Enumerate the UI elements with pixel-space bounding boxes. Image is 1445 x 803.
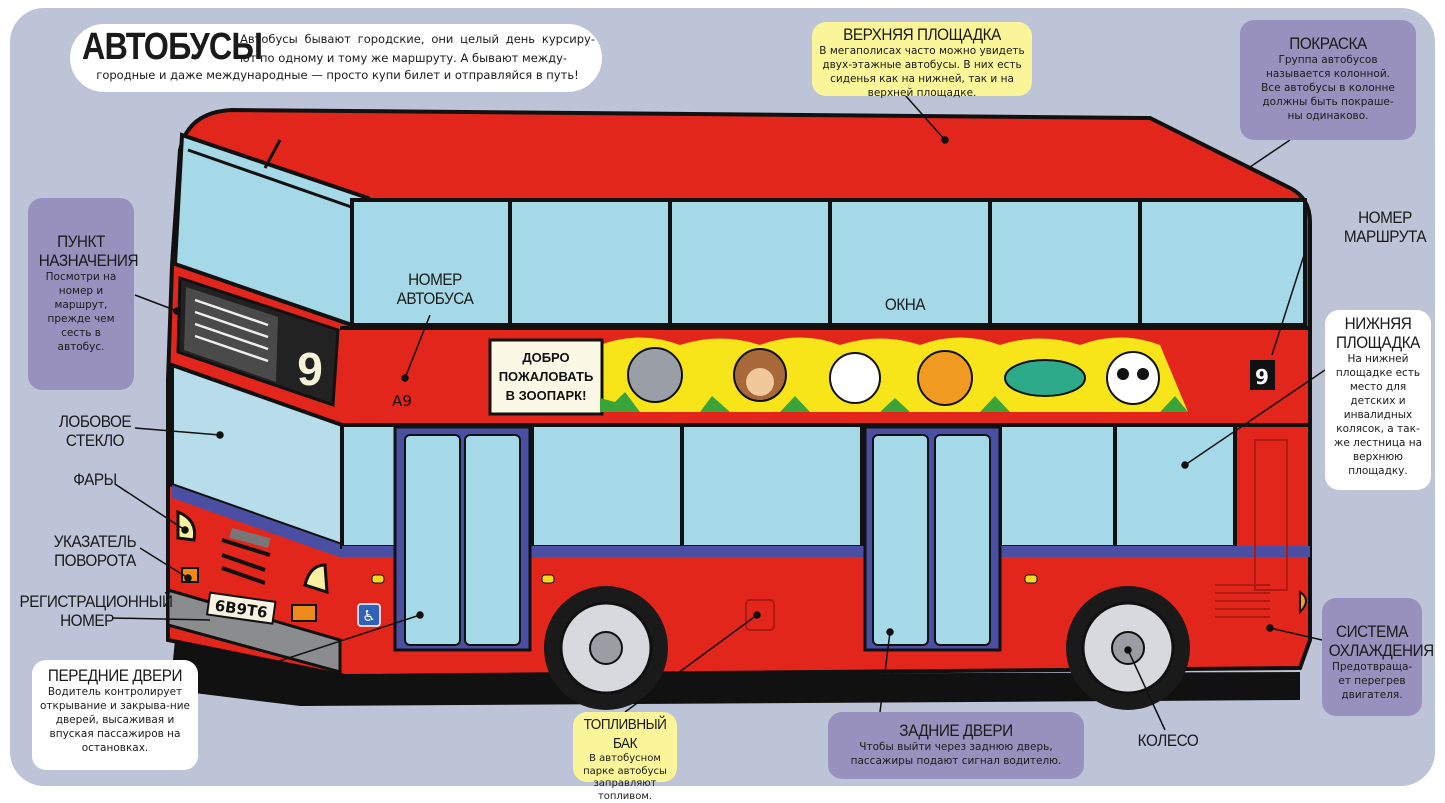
- license-plate: [205, 591, 277, 625]
- side-route-sign: [1250, 360, 1275, 390]
- callout-fuel-tank: ТОПЛИВНЫЙ БАК В автобусном парке автобус…: [573, 712, 677, 802]
- headlight-right-icon: [303, 563, 329, 595]
- wheelchair-icon: [357, 603, 381, 627]
- leader-lines: [111, 94, 1326, 731]
- label-bus-number: НОМЕР АВТОБУСА: [396, 270, 474, 308]
- callout-cooling: СИСТЕМА ОХЛАЖДЕНИЯ Предотвраща-ет перегр…: [1322, 598, 1434, 716]
- crocodile-icon: [1004, 359, 1086, 397]
- tiger-icon: [917, 350, 973, 406]
- front-wheel: [544, 586, 668, 710]
- page-title: АВТОБУСЫ: [82, 26, 263, 68]
- callout-paint: ПОКРАСКА Группа автобусов называется кол…: [1240, 20, 1416, 140]
- callout-text: В автобусном парке автобусы заправляют т…: [583, 753, 667, 802]
- callout-title: НИЖНЯЯ ПЛОЩАДКА: [1336, 314, 1420, 352]
- callout-front-doors: ПЕРЕДНИЕ ДВЕРИ Водитель контролирует отк…: [32, 660, 198, 770]
- destination-route-number: 9: [297, 343, 323, 395]
- front-stripe: [172, 485, 342, 558]
- zebra-icon: [829, 352, 881, 404]
- callout-title: ПЕРЕДНИЕ ДВЕРИ: [47, 666, 183, 685]
- callout-title: ПУНКТ НАЗНАЧЕНИЯ: [38, 232, 139, 270]
- label-wheel: КОЛЕСО: [1137, 731, 1199, 750]
- callout-title: ПОКРАСКА: [1289, 34, 1367, 53]
- callout-text: В мегаполисах часто можно увидеть двух-э…: [819, 45, 1025, 99]
- callout-title: ТОПЛИВНЫЙ БАК: [583, 716, 667, 752]
- rear-wheel: [1066, 586, 1190, 710]
- callout-text: Предотвраща-ет перегрев двигателя.: [1332, 661, 1413, 701]
- callout-text: Чтобы выйти через заднюю дверь, пассажир…: [850, 741, 1062, 767]
- zoo-animals: [600, 347, 1188, 412]
- rear-panel: [1254, 439, 1288, 591]
- svg-text:♿: ♿: [362, 607, 375, 625]
- fleet-number: А9: [392, 392, 412, 410]
- callout-text: Водитель контролирует открывание и закры…: [40, 686, 190, 754]
- label-windshield: ЛОБОВОЕ СТЕКЛО: [58, 412, 132, 450]
- callout-title: ВЕРХНЯЯ ПЛОЩАДКА: [843, 25, 1001, 44]
- label-route-number: НОМЕР МАРШРУТА: [1343, 208, 1427, 246]
- callout-title: СИСТЕМА ОХЛАЖДЕНИЯ: [1328, 622, 1434, 660]
- label-windows: ОКНА: [884, 295, 926, 314]
- headlight-left-icon: [176, 509, 197, 542]
- rear-door: [863, 425, 1002, 652]
- callout-text: На нижней площадке есть место для детски…: [1333, 353, 1423, 477]
- side-stripe: [342, 546, 1310, 557]
- callout-rear-doors: ЗАДНИЕ ДВЕРИ Чтобы выйти через заднюю дв…: [828, 712, 1084, 779]
- callout-destination: ПУНКТ НАЗНАЧЕНИЯ Посмотри на номер и мар…: [28, 198, 139, 390]
- callout-text: Группа автобусов называется колонной. Вс…: [1261, 54, 1395, 122]
- rear-light-icon: [1299, 590, 1307, 615]
- title-bubble: [70, 24, 602, 92]
- upper-side-windows: [350, 198, 1307, 327]
- turn-signal-right-icon: [291, 604, 317, 622]
- intro-text-line: городные и даже международные — просто к…: [96, 68, 579, 82]
- zoo-welcome-sign: [488, 338, 604, 416]
- callout-text: Посмотри на номер и маршрут, прежде чем …: [45, 271, 117, 353]
- panda-icon: [1106, 351, 1160, 405]
- callout-title: ЗАДНИЕ ДВЕРИ: [899, 721, 1013, 740]
- callout-upper-deck: ВЕРХНЯЯ ПЛОЩАДКА В мегаполисах часто мож…: [812, 22, 1032, 99]
- label-turn-signal: УКАЗАТЕЛЬ ПОВОРОТА: [53, 532, 137, 570]
- callout-lower-deck: НИЖНЯЯ ПЛОЩАДКА На нижней площадке есть …: [1325, 310, 1431, 490]
- bus-shadow: [170, 640, 1300, 706]
- radiator-grille: [1215, 584, 1270, 618]
- elephant-icon: [627, 347, 683, 403]
- side-route-number: 9: [1255, 365, 1269, 389]
- label-headlights: ФАРЫ: [73, 470, 117, 489]
- front-door: [393, 425, 532, 652]
- fuel-cap: [745, 599, 775, 631]
- label-plate: РЕГИСТРАЦИОННЫЙ НОМЕР: [19, 592, 174, 630]
- intro-text: Автобусы бывают городские, они целый ден…: [240, 32, 595, 65]
